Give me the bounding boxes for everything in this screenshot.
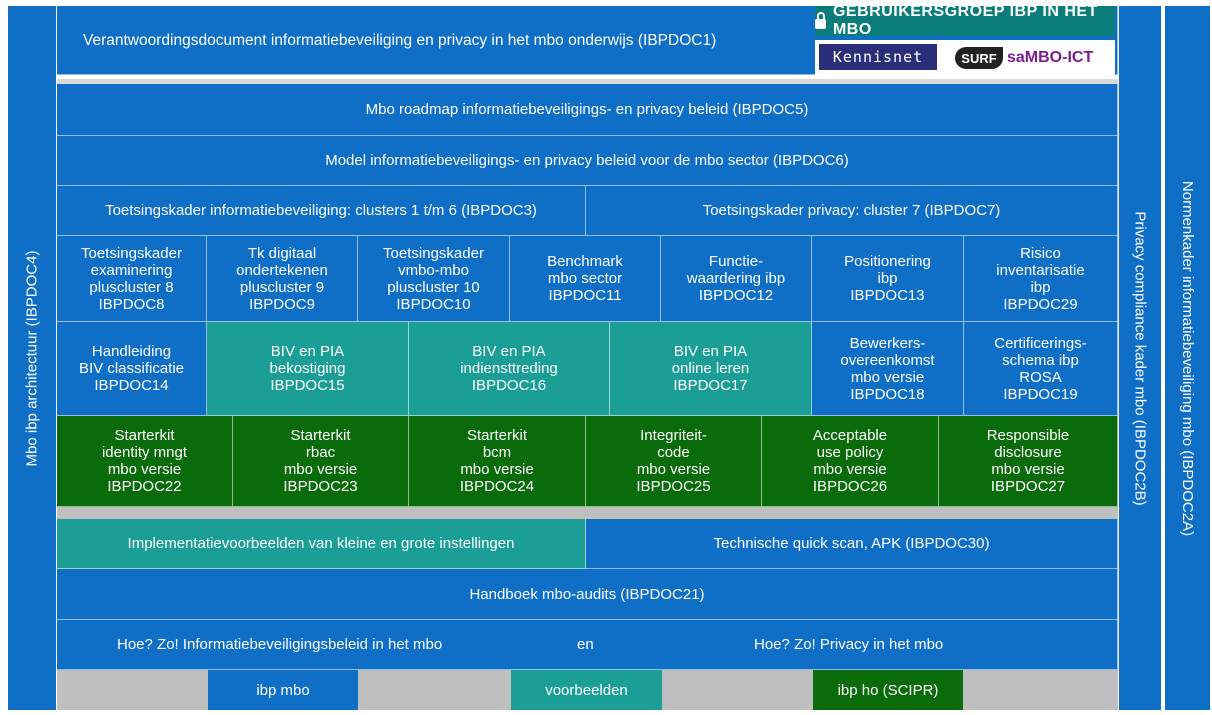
doc-box-ibpdoc24: Starterkit bcm mbo versie IBPDOC24 [409,416,586,507]
surf-logo: SURF [955,47,1003,69]
hoezo-privacy-label: Hoe? Zo! Privacy in het mbo [754,636,944,653]
doc-box-ibpdoc29: Risico inventarisatie ibp IBPDOC29 [964,236,1118,322]
doc-box-ibpdoc16: BIV en PIA indiensttreding IBPDOC16 [409,322,610,416]
architecture-sidebar: Mbo ibp architectuur (IBPDOC4) [8,6,56,710]
hoezo-ib-label: Hoe? Zo! Informatiebeveiligingsbeleid in… [117,636,443,653]
doc-box-ibpdoc18: Bewerkers- overeenkomst mbo versie IBPDO… [812,322,964,416]
gebruikersgroep-logo: GEBRUIKERSGROEP IBP IN HET MBO [815,3,1115,38]
doc-box-ibpdoc25: Integriteit- code mbo versie IBPDOC25 [586,416,762,507]
doc-box-ibpdoc9: Tk digitaal ondertekenen pluscluster 9 I… [207,236,358,322]
partner-logos: Kennisnet SURF saMBO-ICT [815,40,1115,78]
sambo-ict-logo: saMBO-ICT [1007,49,1094,66]
hoezo-en-label: en [577,636,594,653]
logo-block: GEBRUIKERSGROEP IBP IN HET MBO Kennisnet… [815,3,1115,78]
doc-box-ibpdoc12: Functie- waardering ibp IBPDOC12 [661,236,812,322]
doc-box-ibpdoc10: Toetsingskader vmbo-mbo pluscluster 10 I… [358,236,510,322]
doc-box-ibpdoc22: Starterkit identity mngt mbo versie IBPD… [57,416,233,507]
hoezo-row: Hoe? Zo! Informatiebeveiligingsbeleid in… [57,620,1118,670]
architecture-label: Mbo ibp architectuur (IBPDOC4) [23,250,41,466]
doc-box-ibpdoc8: Toetsingskader examinering pluscluster 8… [57,236,207,322]
toetsingskader-ib-box: Toetsingskader informatiebeveiliging: cl… [57,186,586,236]
handboek-audits-box: Handboek mbo-audits (IBPDOC21) [57,569,1118,620]
legend-ibp-ho: ibp ho (SCIPR) [813,670,963,710]
doc-box-ibpdoc11: Benchmark mbo sector IBPDOC11 [510,236,661,322]
doc-box-ibpdoc26: Acceptable use policy mbo versie IBPDOC2… [762,416,939,507]
header-title: Verantwoordingsdocument informatiebeveil… [83,31,717,49]
doc-box-ibpdoc14: Handleiding BIV classificatie IBPDOC14 [57,322,207,416]
quickscan-box: Technische quick scan, APK (IBPDOC30) [586,519,1118,569]
header-divider-grey [57,79,1118,84]
doc-box-ibpdoc23: Starterkit rbac mbo versie IBPDOC23 [233,416,409,507]
lock-icon [815,12,826,29]
kennisnet-logo: Kennisnet [819,44,937,70]
normenkader-sidebar: Normenkader informatiebeveiliging mbo (I… [1165,6,1210,710]
doc-box-ibpdoc15: BIV en PIA bekostiging IBPDOC15 [207,322,409,416]
model-policy-box: Model informatiebeveiligings- en privacy… [57,136,1118,186]
toetsingskader-privacy-box: Toetsingskader privacy: cluster 7 (IBPDO… [586,186,1118,236]
roadmap-box: Mbo roadmap informatiebeveiligings- en p… [57,84,1118,136]
privacy-compliance-label: Privacy compliance kader mbo (IBPDOC2B) [1131,210,1149,506]
privacy-compliance-sidebar: Privacy compliance kader mbo (IBPDOC2B) [1119,6,1163,710]
doc-box-ibpdoc17: BIV en PIA online leren IBPDOC17 [610,322,812,416]
header-divider [57,75,1118,79]
doc-box-ibpdoc19: Certificerings- schema ibp ROSA IBPDOC19 [964,322,1118,416]
doc-box-ibpdoc13: Positionering ibp IBPDOC13 [812,236,964,322]
legend-voorbeelden: voorbeelden [511,670,662,710]
doc-box-ibpdoc27: Responsible disclosure mbo versie IBPDOC… [939,416,1118,507]
implementatievoorbeelden-box: Implementatievoorbeelden van kleine en g… [57,519,586,569]
section-divider [57,507,1118,519]
normenkader-label: Normenkader informatiebeveiliging mbo (I… [1179,180,1196,536]
legend-ibp-mbo: ibp mbo [208,670,358,710]
